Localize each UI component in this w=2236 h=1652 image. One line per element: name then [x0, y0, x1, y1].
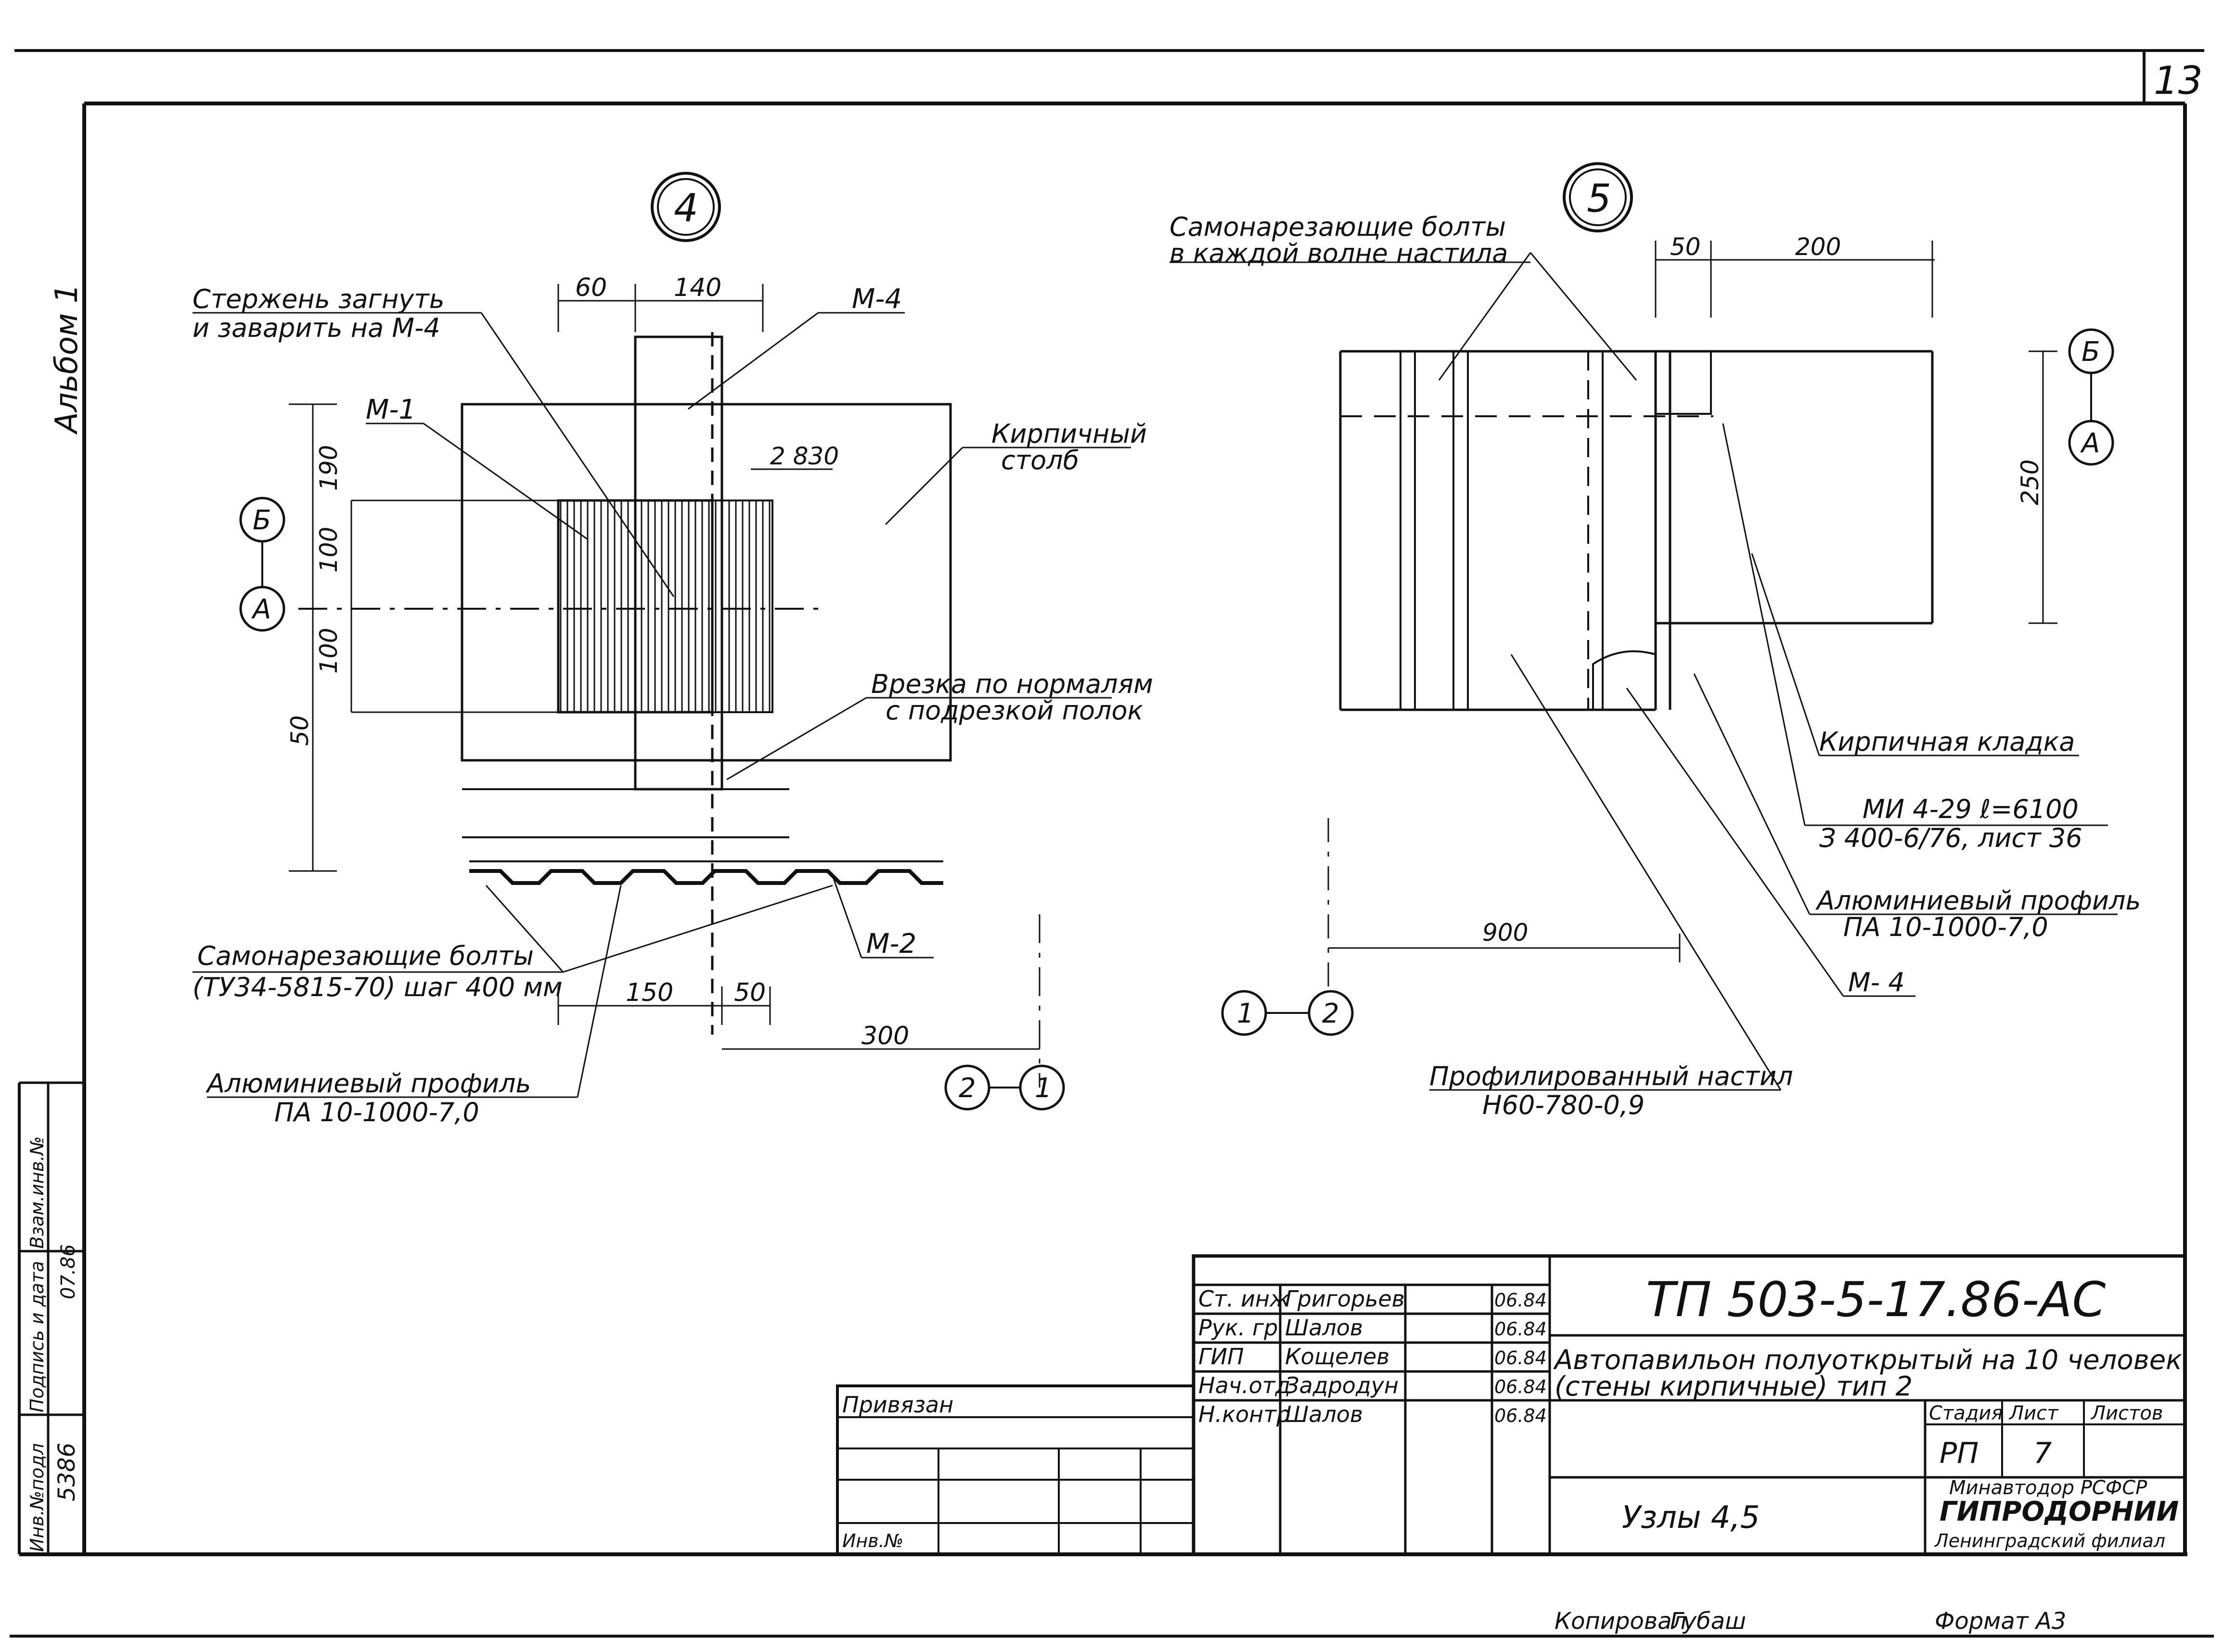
- node4-marker-2: 2: [959, 1073, 976, 1104]
- label-brick-column: Кирпичный: [991, 419, 1147, 449]
- stamp-sign-date: Подпись и дата: [26, 1261, 48, 1412]
- footer-format: Формат А3: [1935, 1608, 2066, 1635]
- dim-190: 190: [315, 445, 343, 491]
- stamp-inv-podl: Инв.№подл: [26, 1443, 48, 1552]
- dim-50: 50: [1670, 233, 1701, 261]
- n5-label-mi: МИ 4-29 ℓ=6100: [1863, 794, 2079, 824]
- tb-role-role: Рук. гр: [1198, 1315, 1278, 1341]
- label-profile2: ПА 10-1000-7,0: [274, 1097, 479, 1127]
- album-label: Альбом 1: [49, 284, 85, 435]
- n5-label-bolts2: в каждой волне настила: [1169, 238, 1508, 269]
- tb-role-date: 06.84: [1494, 1347, 1547, 1369]
- dim-100b: 100: [315, 628, 343, 674]
- tb-role-date: 06.84: [1494, 1405, 1547, 1426]
- label-cut: Врезка по нормалям: [871, 669, 1153, 699]
- tb-role-role: Нач.отд: [1198, 1372, 1290, 1398]
- node5-marker-1: 1: [1237, 998, 1254, 1029]
- footer-copied: Копировал: [1555, 1608, 1686, 1635]
- n5-label-mi2: З 400-6/76, лист 36: [1819, 823, 2082, 853]
- tb-role-name: Григорьев: [1285, 1286, 1405, 1312]
- stamp-vzam: Взам.инв.№: [26, 1136, 48, 1249]
- node4-marker-b: Б: [253, 505, 271, 536]
- tb-role-name: Задродун: [1285, 1372, 1399, 1398]
- dim-50v: 50: [286, 715, 314, 746]
- dim-150: 150: [626, 978, 673, 1007]
- dim-60: 60: [575, 273, 607, 302]
- side-stamp: Инв.№подл 5386 Подпись и дата 07.86 Взам…: [18, 1081, 84, 1554]
- tb-code: ТП 503-5-17.86-АС: [1646, 1271, 2106, 1328]
- dim-250: 250: [2016, 460, 2044, 505]
- n5-label-m4: М- 4: [1848, 967, 1905, 998]
- n5-label-profile: Алюминиевый профиль: [1815, 885, 2141, 916]
- label-2830: 2 830: [770, 442, 839, 470]
- label-m4: М-4: [852, 283, 902, 315]
- tb-org2: ГИПРОДОРНИИ: [1940, 1496, 2179, 1527]
- tb-title-2: (стены кирпичные) тип 2: [1555, 1371, 1913, 1402]
- label-brick-column2: столб: [1001, 445, 1079, 475]
- label-profile: Алюминиевый профиль: [206, 1068, 531, 1099]
- node4-marker-1: 1: [1035, 1073, 1052, 1104]
- tb-tied: Привязан: [842, 1392, 953, 1418]
- node-4: 4 60 140 190 100 100 50: [193, 172, 1153, 1127]
- tb-sheet-no: 7: [2033, 1436, 2052, 1470]
- tb-stage: РП: [1940, 1436, 1979, 1470]
- label-cut2: с подрезкой полок: [886, 695, 1144, 726]
- tb-role-name: Кощелев: [1285, 1344, 1389, 1370]
- label-m2: М-2: [866, 928, 916, 960]
- n5-label-deck2: Н60-780-0,9: [1482, 1090, 1645, 1120]
- tb-sheet-title: Узлы 4,5: [1622, 1500, 1760, 1536]
- tb-role-role: Н.контр: [1198, 1401, 1290, 1427]
- tb-role-role: ГИП: [1198, 1344, 1244, 1370]
- tb-stage-header: Стадия: [1929, 1402, 2003, 1424]
- tb-org3: Ленинградский филиал: [1934, 1530, 2165, 1551]
- n5-label-deck: Профилированный настил: [1429, 1061, 1793, 1091]
- stamp-inv-value: 5386: [53, 1443, 80, 1501]
- stamp-sign-value: 07.86: [57, 1244, 79, 1299]
- dim-140: 140: [674, 273, 721, 302]
- label-rod2: и заварить на М-4: [193, 313, 440, 343]
- label-bolts2: (ТУ34-5815-70) шаг 400 мм: [193, 972, 563, 1002]
- node5-marker-2: 2: [1322, 998, 1339, 1029]
- label-bolts: Самонарезающие болты: [197, 941, 534, 971]
- dim-900: 900: [1482, 919, 1528, 947]
- sheet-corner-number: 13: [2154, 58, 2203, 103]
- n5-label-bolts: Самонарезающие болты: [1169, 212, 1506, 242]
- node5-marker-b: Б: [2082, 336, 2100, 368]
- tb-sheet-header: Лист: [2008, 1402, 2059, 1424]
- node4-marker-a: А: [251, 594, 271, 625]
- tb-role-date: 06.84: [1494, 1290, 1547, 1311]
- tb-sheets-header: Листов: [2090, 1402, 2163, 1424]
- tb-org1: Минавтодор РСФСР: [1949, 1477, 2147, 1499]
- n5-label-brick-masonry: Кирпичная кладка: [1819, 727, 2075, 757]
- tb-title-1: Автопавильон полуоткрытый на 10 человек: [1553, 1345, 2182, 1376]
- tb-role-date: 06.84: [1494, 1319, 1547, 1340]
- label-m1: М-1: [366, 394, 416, 425]
- dim-200: 200: [1795, 233, 1841, 261]
- node5-marker-a: А: [2080, 428, 2100, 459]
- dim-50h: 50: [734, 978, 766, 1007]
- node-4-number: 4: [674, 186, 698, 231]
- node-5: 5 50 200 250 900: [1169, 162, 2141, 1120]
- dim-300: 300: [861, 1022, 909, 1050]
- tb-inv-no: Инв.№: [842, 1530, 903, 1551]
- tb-role-name: Шалов: [1285, 1401, 1363, 1427]
- dim-100a: 100: [315, 527, 343, 573]
- node-5-number: 5: [1587, 176, 1611, 221]
- tb-role-date: 06.84: [1494, 1376, 1547, 1397]
- footer-copied-by: Губаш: [1670, 1608, 1746, 1635]
- label-rod: Стержень загнуть: [193, 284, 445, 314]
- tb-role-name: Шалов: [1285, 1315, 1363, 1341]
- n5-label-profile2: ПА 10-1000-7,0: [1843, 912, 2048, 942]
- title-block: Привязан Инв.№ ТП 503-5-17.86-АС Автопав…: [836, 1254, 2187, 1556]
- plate-m1: [557, 499, 714, 714]
- tb-role-role: Ст. инж: [1198, 1286, 1290, 1312]
